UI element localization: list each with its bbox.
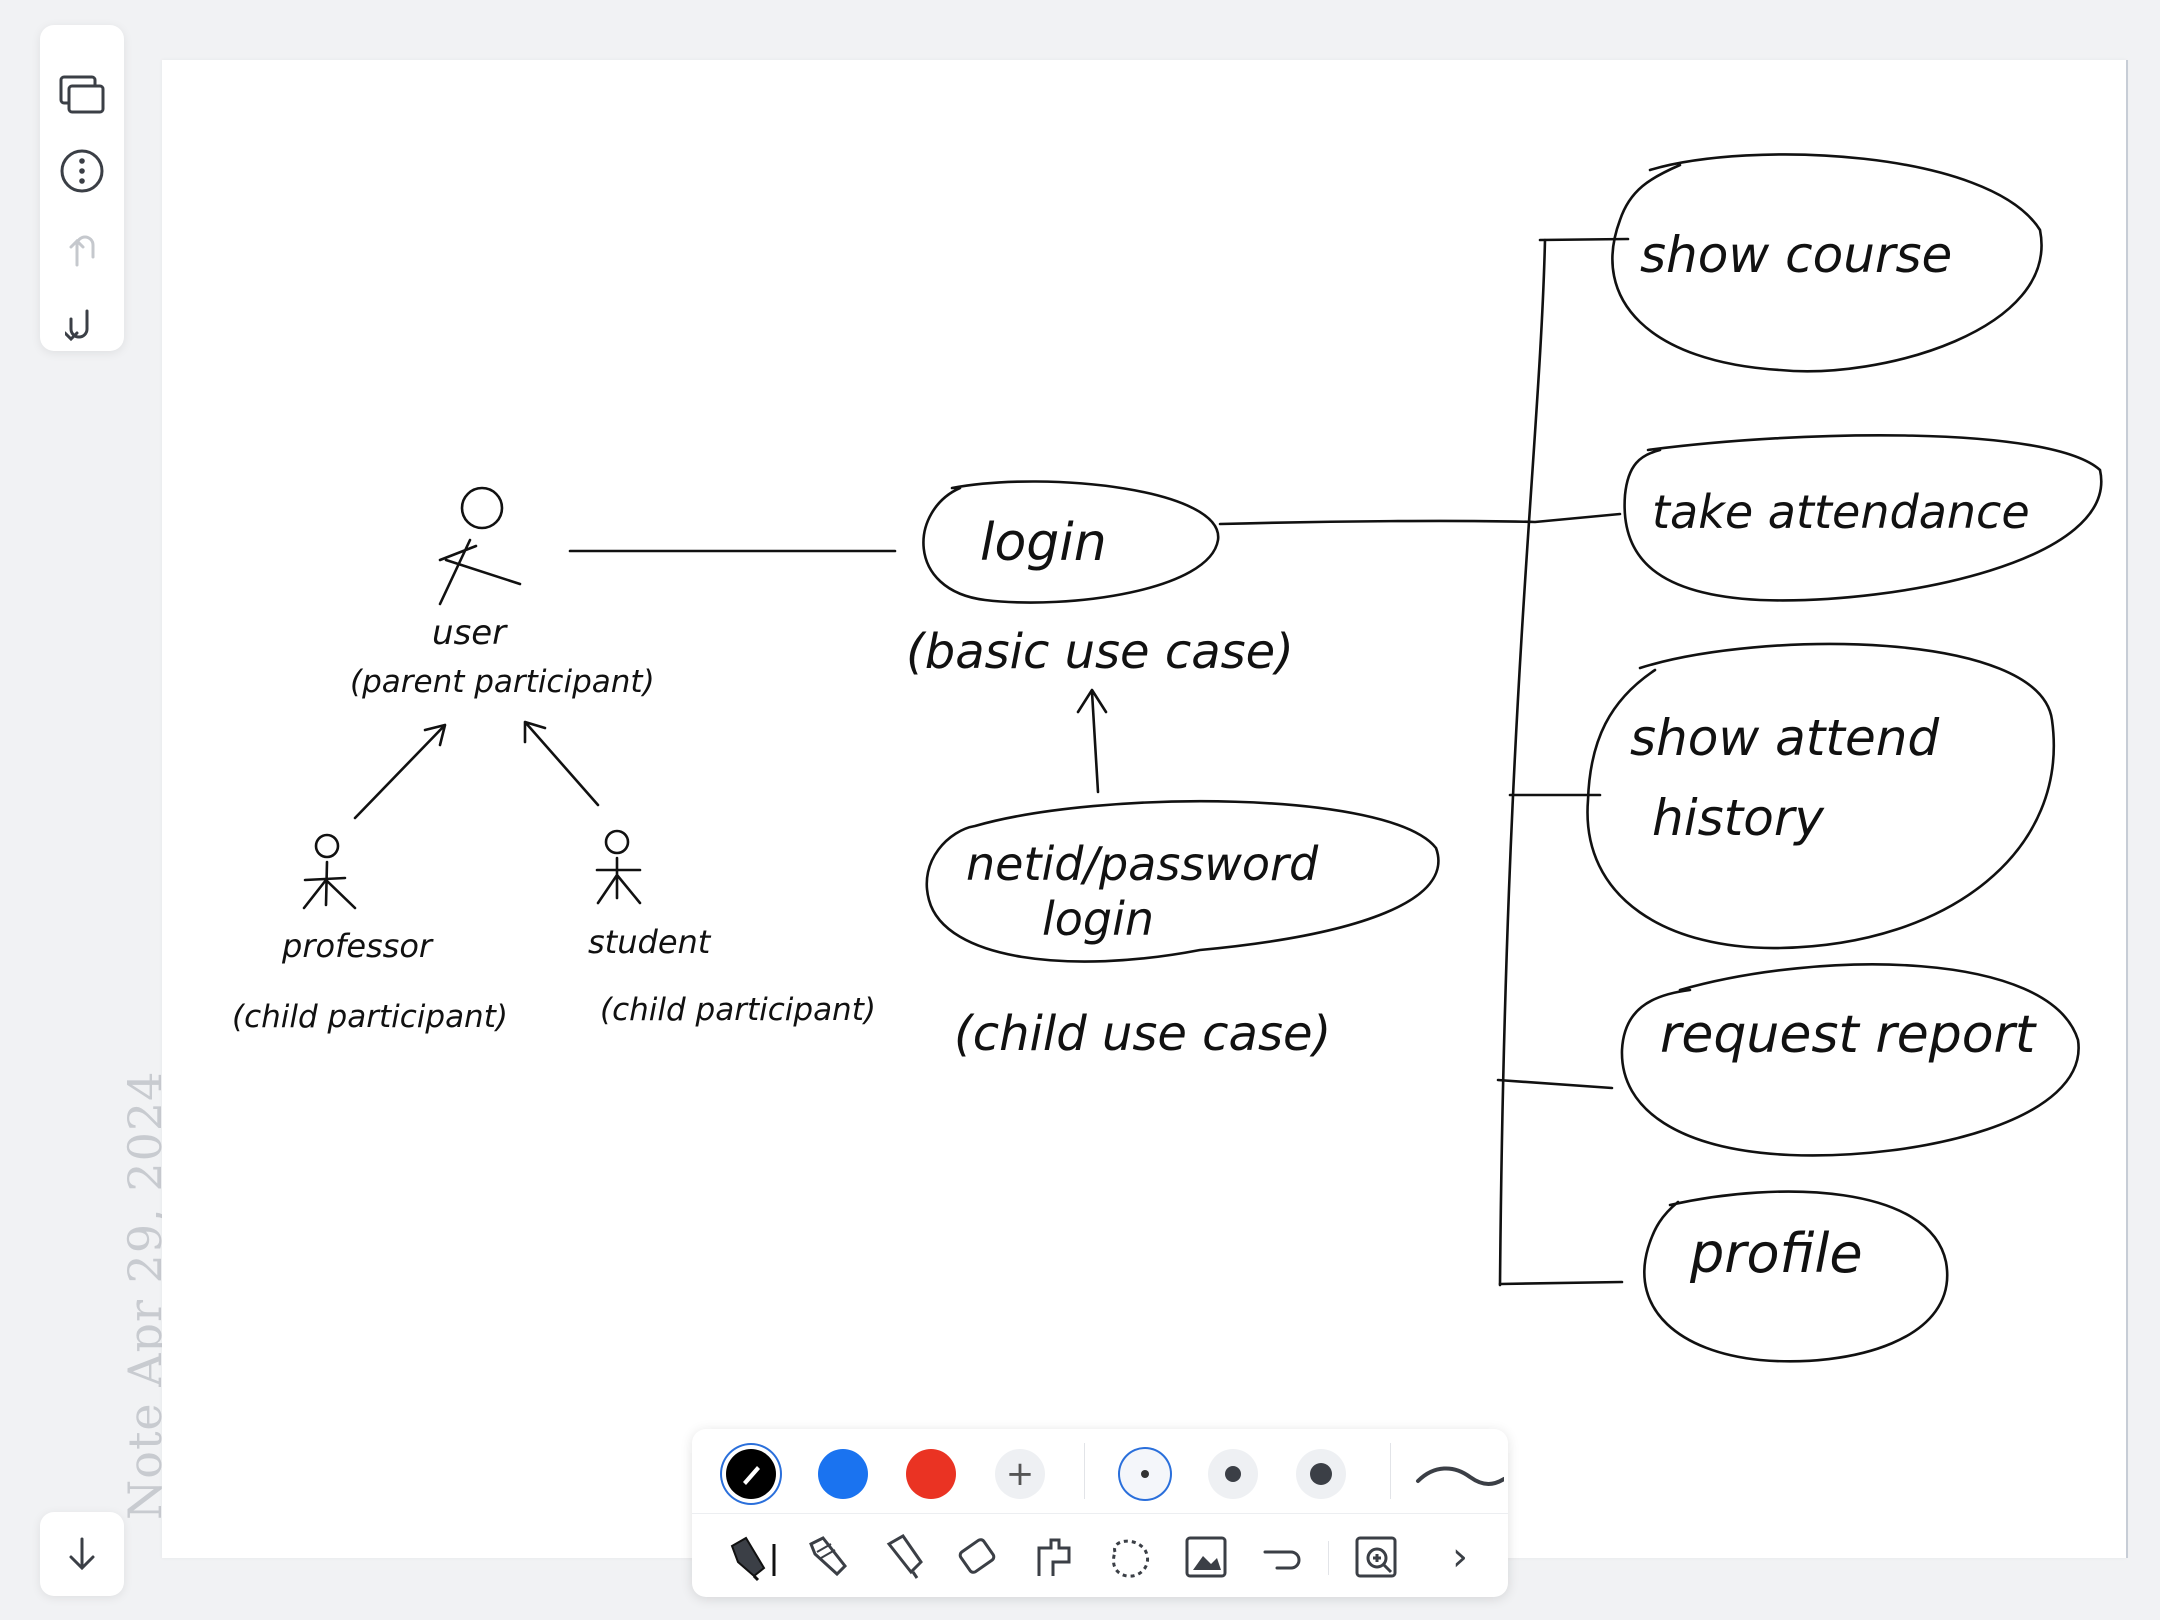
- zoom-icon: [1355, 1536, 1397, 1578]
- stroke-dot-small: [1141, 1470, 1149, 1478]
- toolbar-divider: [1328, 1541, 1329, 1575]
- toolbar-row-divider: [692, 1513, 1508, 1514]
- professor-label: professor: [281, 927, 434, 965]
- highlighter-tool[interactable]: [876, 1529, 932, 1585]
- student-actor-body: [595, 856, 642, 905]
- left-toolbar: [40, 25, 124, 351]
- more-tools-button[interactable]: ›: [1452, 1534, 1468, 1580]
- color-swatch-red[interactable]: [906, 1449, 956, 1499]
- stroke-dot-large: [1310, 1463, 1332, 1485]
- pencil-tool[interactable]: [800, 1529, 856, 1585]
- request-report-ellipse: [1620, 963, 2080, 1157]
- scroll-down-button[interactable]: [40, 1512, 124, 1596]
- stroke-style-button[interactable]: [1414, 1457, 1506, 1493]
- vertical-trunk: [1498, 238, 1547, 1287]
- more-icon[interactable]: [40, 141, 124, 201]
- branch-request-report: [1496, 1078, 1614, 1090]
- netid-to-login-arrow: [1076, 688, 1108, 794]
- tape-icon: [1037, 1538, 1071, 1576]
- pencil-icon: [809, 1536, 848, 1577]
- color-swatch-blue[interactable]: [818, 1449, 868, 1499]
- login-trunk-connector: [1218, 512, 1622, 526]
- user-label: user: [432, 613, 508, 653]
- pen-check-icon: [743, 1466, 760, 1485]
- pen-tool[interactable]: [724, 1529, 780, 1585]
- show-course-label: show course: [1640, 226, 1952, 284]
- user-actor-body: [438, 538, 522, 606]
- login-note-label: (basic use case): [906, 624, 1294, 680]
- show-attend-label-line1: show attend: [1630, 709, 1939, 767]
- toolbar-divider: [1084, 1443, 1085, 1499]
- login-ellipse: [922, 480, 1220, 604]
- eraser-icon: [958, 1538, 996, 1574]
- shape-tool[interactable]: [1254, 1529, 1310, 1585]
- add-color-button[interactable]: +: [995, 1449, 1045, 1499]
- shape-icon: [1263, 1550, 1301, 1570]
- stroke-size-large[interactable]: [1296, 1449, 1346, 1499]
- profile-ellipse: [1643, 1190, 1949, 1363]
- professor-actor-head: [314, 833, 340, 859]
- stroke-size-medium[interactable]: [1208, 1449, 1258, 1499]
- bottom-toolbar: +: [692, 1429, 1508, 1597]
- netid-ellipse: [925, 799, 1440, 963]
- take-attendance-ellipse: [1623, 434, 2103, 602]
- show-attend-history-ellipse: [1586, 642, 2055, 950]
- pen-icon: [730, 1536, 776, 1582]
- student-generalization-arrow: [523, 720, 600, 807]
- show-course-ellipse: [1611, 153, 2043, 373]
- highlighter-icon: [886, 1534, 923, 1579]
- wave-icon: [1416, 1466, 1506, 1486]
- color-swatch-black[interactable]: [726, 1449, 776, 1499]
- professor-actor-body: [302, 860, 357, 910]
- netid-note-label: (child use case): [954, 1006, 1331, 1062]
- image-icon: [1185, 1536, 1227, 1578]
- lasso-tool[interactable]: [1102, 1529, 1158, 1585]
- professor-generalization-arrow: [353, 723, 447, 820]
- canvas-edge: [2126, 60, 2128, 1558]
- branch-profile: [1498, 1280, 1624, 1286]
- netid-label-line2: login: [1042, 892, 1154, 946]
- lasso-icon: [1112, 1539, 1150, 1578]
- note-canvas[interactable]: [162, 60, 2126, 1558]
- profile-label: profile: [1689, 1222, 1863, 1285]
- stroke-size-small[interactable]: [1120, 1449, 1170, 1499]
- zoom-tool[interactable]: [1348, 1529, 1404, 1585]
- user-actor-head: [460, 486, 504, 530]
- arrow-down-icon: [69, 1537, 95, 1571]
- login-label: login: [980, 513, 1107, 573]
- netid-label-line1: netid/password: [966, 837, 1319, 891]
- redo-icon[interactable]: [40, 219, 124, 279]
- pages-icon[interactable]: [40, 65, 124, 125]
- stroke-dot-medium: [1225, 1466, 1241, 1482]
- toolbar-divider: [1390, 1443, 1391, 1499]
- eraser-tool[interactable]: [950, 1529, 1006, 1585]
- take-attendance-label: take attendance: [1652, 485, 2030, 539]
- student-actor-head: [604, 829, 630, 855]
- student-note-label: (child participant): [600, 992, 876, 1028]
- show-attend-label-line2: history: [1652, 789, 1825, 847]
- professor-note-label: (child participant): [232, 999, 508, 1035]
- image-tool[interactable]: [1178, 1529, 1234, 1585]
- user-note-label: (parent participant): [350, 664, 655, 700]
- tape-tool[interactable]: [1026, 1529, 1082, 1585]
- undo-icon[interactable]: [40, 297, 124, 357]
- request-report-label: request report: [1660, 1005, 2037, 1065]
- student-label: student: [588, 923, 712, 961]
